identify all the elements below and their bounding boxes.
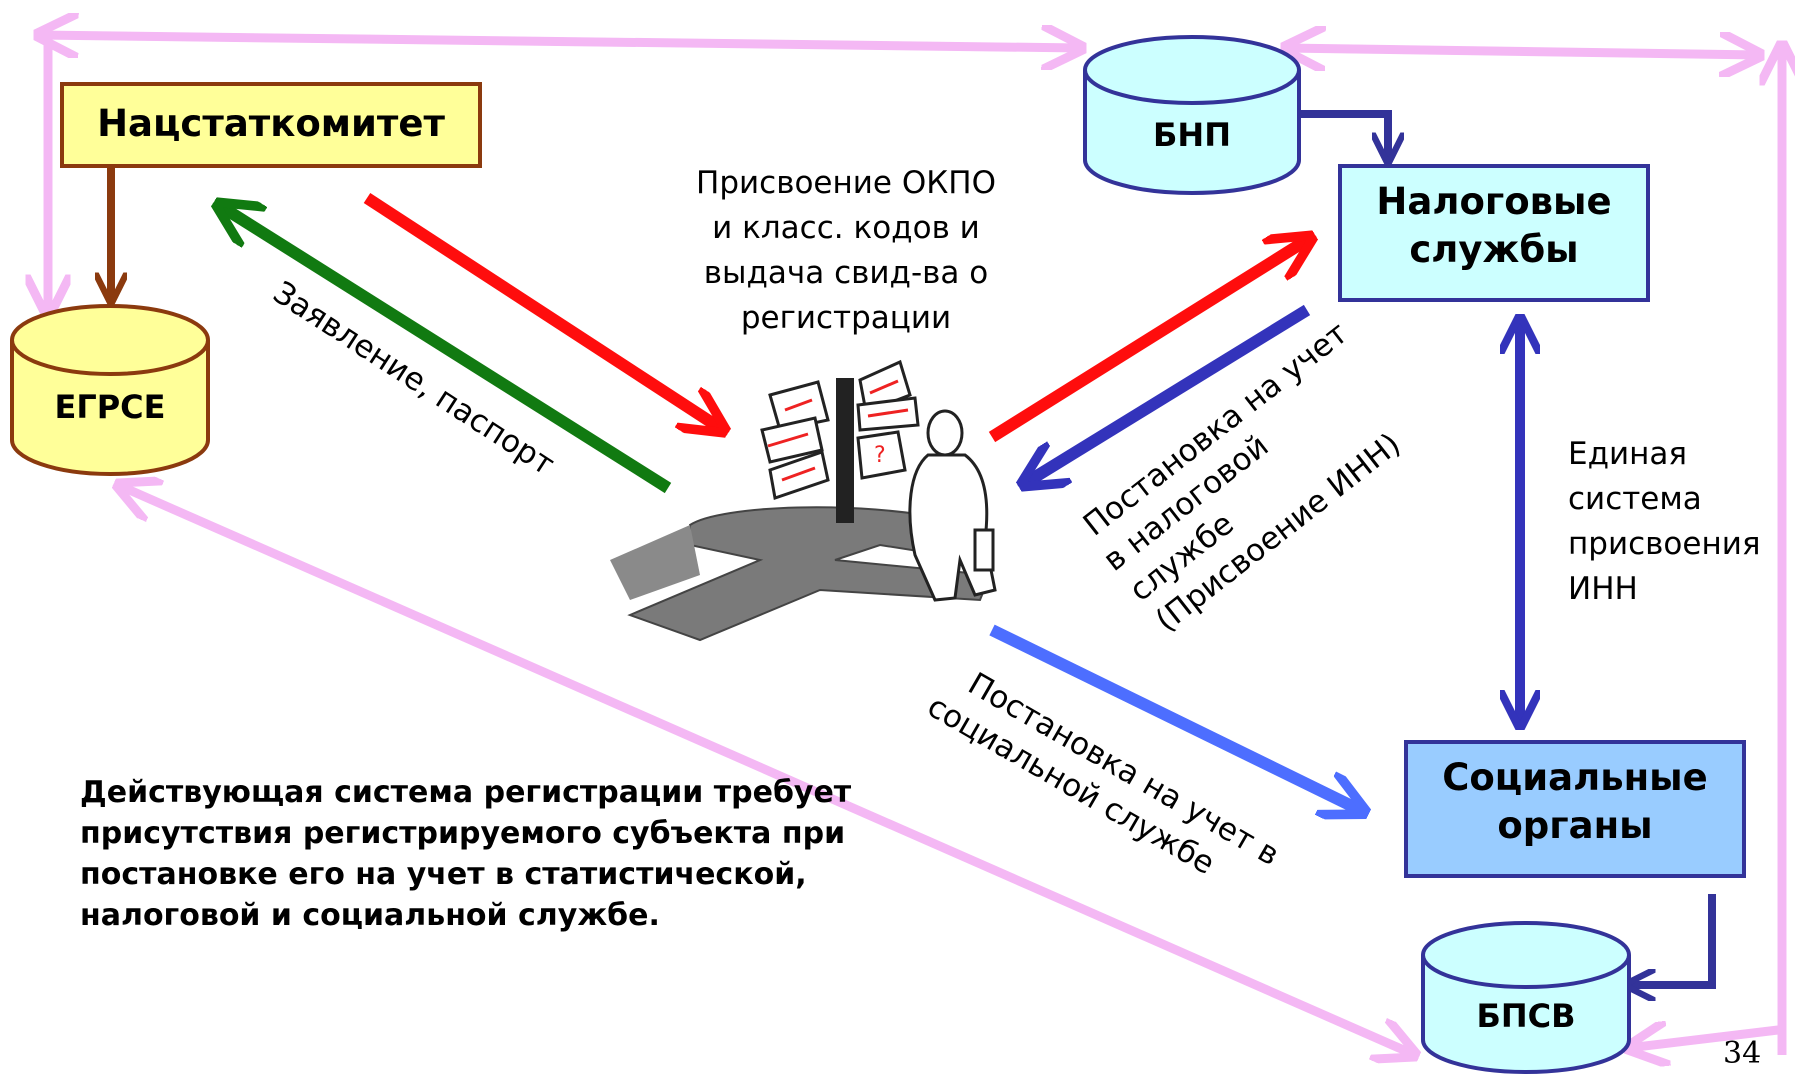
natsstat-label: Нацстаткомитет <box>97 102 445 145</box>
pink-connectors <box>38 35 1782 1055</box>
natsstat-box <box>60 82 482 168</box>
bnp-cylinder: БНП <box>1083 35 1301 195</box>
bnp-to-tax-arrow <box>1299 110 1388 158</box>
pink-diagonal-arrow <box>118 485 1415 1055</box>
inn-system-line2: система <box>1568 481 1702 517</box>
inn-system-line4: ИНН <box>1568 571 1638 607</box>
bnp-label: БНП <box>1153 116 1231 154</box>
natsstat-node: Нацстаткомитет <box>60 82 482 168</box>
registration-note: Действующая система регистрации требует … <box>80 775 852 933</box>
social-registration-label: Постановка на учет в социальной службе <box>921 666 1285 882</box>
egrse-cylinder: ЕГРСЕ <box>10 304 210 476</box>
pink-top-left-arrow <box>38 35 1082 48</box>
application-label: Заявление, паспорт <box>267 275 561 483</box>
blue-to-social-arrow <box>989 624 1360 810</box>
tax-registration-label: Постановка на учет в налоговой службе (П… <box>1077 315 1408 639</box>
okpo-label-line3: выдача свид-ва о <box>704 255 989 291</box>
pink-bottom-right-arrow <box>1628 1030 1779 1048</box>
social-label-line2: органы <box>1497 804 1652 847</box>
tax-label-line1: Налоговые <box>1376 180 1611 223</box>
red-okpo-arrow <box>363 192 720 428</box>
social-to-bpsv-arrow <box>1630 894 1716 985</box>
egrse-label: ЕГРСЕ <box>54 388 165 426</box>
tax-label-line2: службы <box>1409 228 1578 271</box>
bpsv-cylinder: БПСВ <box>1421 921 1631 1074</box>
tax-node: Налоговые службы <box>1338 164 1650 302</box>
okpo-label-line1: Присвоение ОКПО <box>696 165 996 201</box>
blue-from-tax-arrow <box>1027 304 1311 482</box>
bpsv-label: БПСВ <box>1476 997 1575 1035</box>
social-node: Социальные органы <box>1404 740 1746 878</box>
inn-system-line1: Единая <box>1568 436 1687 472</box>
svg-text:?: ? <box>874 443 886 468</box>
crossroads-signpost-illustration: ? <box>610 359 997 642</box>
social-label-line1: Социальные <box>1442 756 1708 799</box>
inn-system-label: Единая система присвоения ИНН <box>1568 436 1761 607</box>
social-box <box>1404 740 1746 878</box>
page-number: 34 <box>1723 1036 1762 1071</box>
okpo-label: Присвоение ОКПО и класс. кодов и выдача … <box>696 165 996 336</box>
okpo-label-line4: регистрации <box>741 300 951 336</box>
okpo-label-line2: и класс. кодов и <box>712 210 980 246</box>
inn-system-line3: присвоения <box>1568 526 1761 562</box>
tax-box <box>1338 164 1650 302</box>
green-application-arrow <box>222 207 672 494</box>
pink-top-right-arrow <box>1285 48 1760 55</box>
red-to-tax-arrow <box>988 240 1307 443</box>
